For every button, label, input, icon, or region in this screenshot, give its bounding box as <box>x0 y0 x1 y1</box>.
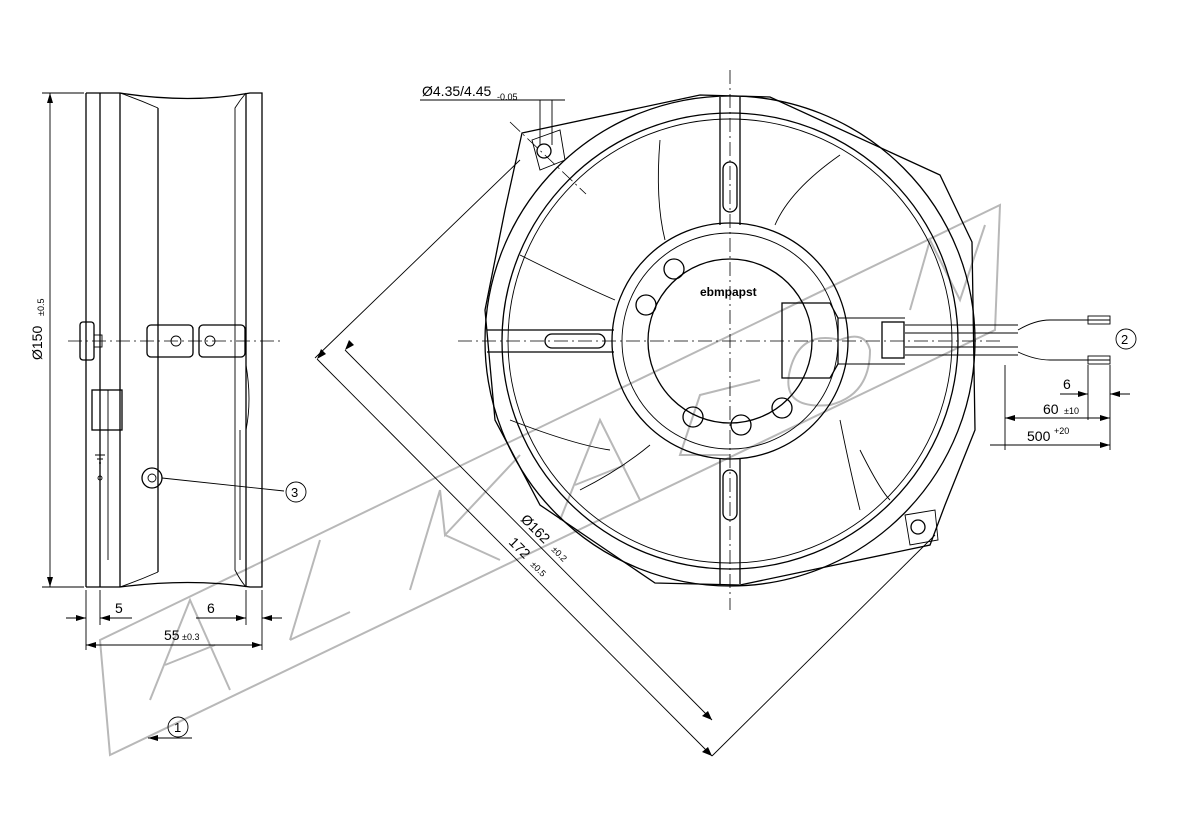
callout-2: 2 <box>1121 332 1128 347</box>
callout-3: 3 <box>291 485 298 500</box>
callout-1: 1 <box>174 720 181 735</box>
dim-length-main: 55 <box>164 627 180 643</box>
hole-dim-tol: -0.05 <box>497 92 518 102</box>
dim-cable-main: 500 <box>1027 428 1051 444</box>
dim-lead-tol: ±10 <box>1064 406 1079 416</box>
dim-diag-outer-main: 172 <box>506 534 534 562</box>
side-view <box>42 92 307 741</box>
callout-2-circle <box>1115 328 1137 350</box>
hole-dim-main: Ø4.35/4.45 <box>422 83 491 99</box>
brand-label: ebmpapst <box>700 285 757 299</box>
dim-length-tol: ±0.3 <box>182 632 199 642</box>
callout-3-circle <box>285 481 307 503</box>
dim-left-5: 5 <box>115 600 123 616</box>
dim-strip-6: 6 <box>1063 376 1071 392</box>
dim-right-6: 6 <box>207 600 215 616</box>
dim-diag-inner-tol: ±0.2 <box>550 544 569 563</box>
callout-1-circle <box>167 716 189 738</box>
dim-cable-tol: +20 <box>1054 426 1069 436</box>
dim-diameter-main: Ø150 <box>29 326 45 360</box>
front-view <box>314 70 1137 757</box>
dim-lead-main: 60 <box>1043 401 1059 417</box>
dim-diameter-tol: ±0.5 <box>36 299 46 316</box>
dim-diag-outer-tol: ±0.5 <box>529 559 548 578</box>
